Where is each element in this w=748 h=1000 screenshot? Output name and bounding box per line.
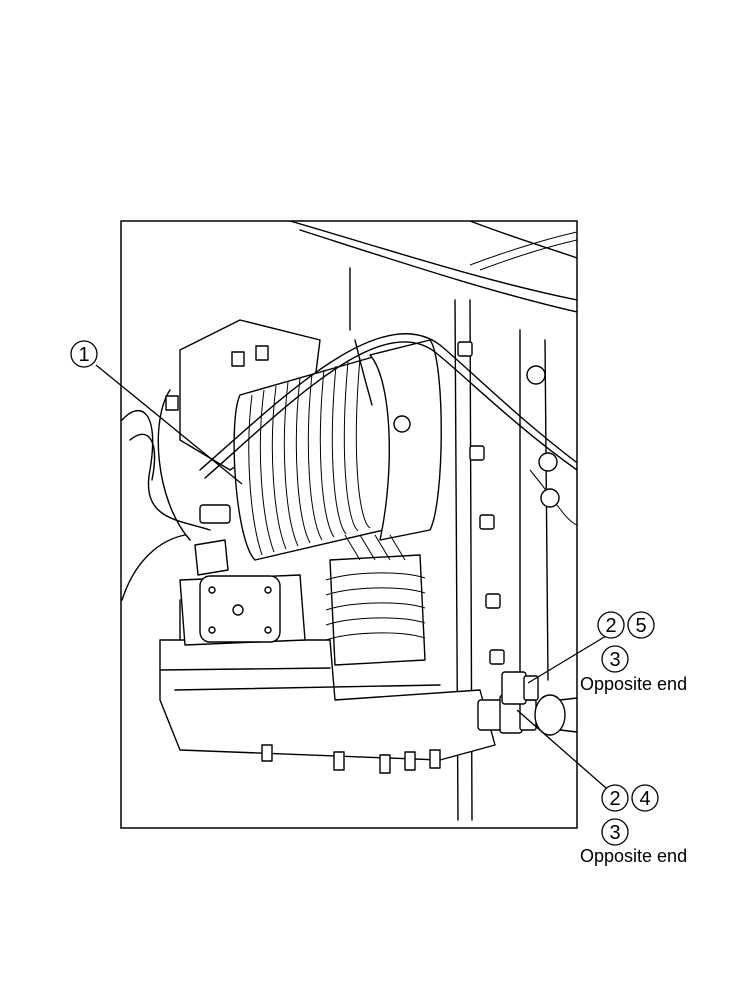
- svg-text:3: 3: [609, 649, 620, 671]
- callout-3-bottom: 3: [601, 818, 629, 846]
- callout-2-bottom: 2: [601, 784, 629, 812]
- svg-text:5: 5: [635, 615, 646, 637]
- svg-text:2: 2: [609, 788, 620, 810]
- svg-text:2: 2: [605, 615, 616, 637]
- opposite-end-label-bottom: Opposite end: [580, 846, 687, 866]
- compressor-illustration: [121, 221, 577, 821]
- bottom-studs: [261, 744, 441, 774]
- rail-bolts: [457, 341, 560, 665]
- svg-text:4: 4: [639, 788, 650, 810]
- cooling-fins: [248, 357, 371, 556]
- leader-lines: [95, 364, 607, 789]
- callout-5: 5: [627, 611, 655, 639]
- svg-text:1: 1: [78, 344, 89, 366]
- callout-2-top: 2: [597, 611, 625, 639]
- callout-3-top: 3: [601, 645, 629, 673]
- bellows-fins: [325, 572, 426, 641]
- opposite-end-label-top: Opposite end: [580, 674, 687, 694]
- callout-4: 4: [631, 784, 659, 812]
- callout-1: 1: [70, 340, 98, 368]
- outlet-fittings: [477, 671, 577, 736]
- svg-text:3: 3: [609, 822, 620, 844]
